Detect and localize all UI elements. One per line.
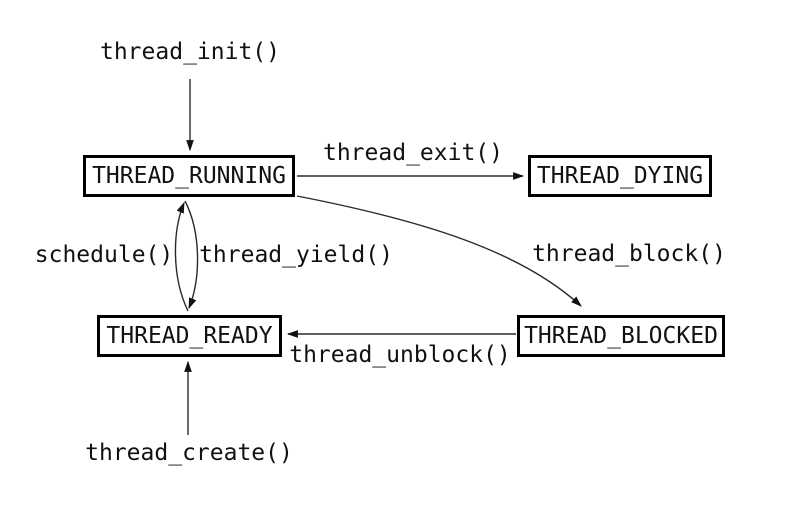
state-box-thread-blocked: THREAD_BLOCKED	[517, 315, 725, 357]
state-box-thread-ready: THREAD_READY	[97, 315, 282, 357]
transition-label-thread-create: thread_create()	[85, 440, 293, 466]
transition-label-thread-unblock: thread_unblock()	[289, 342, 511, 368]
thread-yield-arrow	[184, 200, 199, 310]
state-label-thread-blocked: THREAD_BLOCKED	[524, 323, 718, 349]
state-box-thread-running: THREAD_RUNNING	[83, 155, 295, 197]
state-box-thread-dying: THREAD_DYING	[528, 155, 712, 197]
transition-label-thread-block: thread_block()	[532, 241, 726, 267]
transition-label-thread-init: thread_init()	[99, 39, 281, 65]
schedule-arrow	[174, 201, 189, 312]
transition-label-schedule: schedule()	[34, 242, 174, 268]
state-label-thread-running: THREAD_RUNNING	[92, 163, 286, 189]
transition-label-thread-exit: thread_exit()	[322, 140, 504, 166]
thread-block-arrow	[296, 195, 582, 307]
state-label-thread-dying: THREAD_DYING	[536, 163, 704, 189]
transition-label-thread-yield: thread_yield()	[199, 242, 393, 268]
state-label-thread-ready: THREAD_READY	[106, 323, 273, 349]
